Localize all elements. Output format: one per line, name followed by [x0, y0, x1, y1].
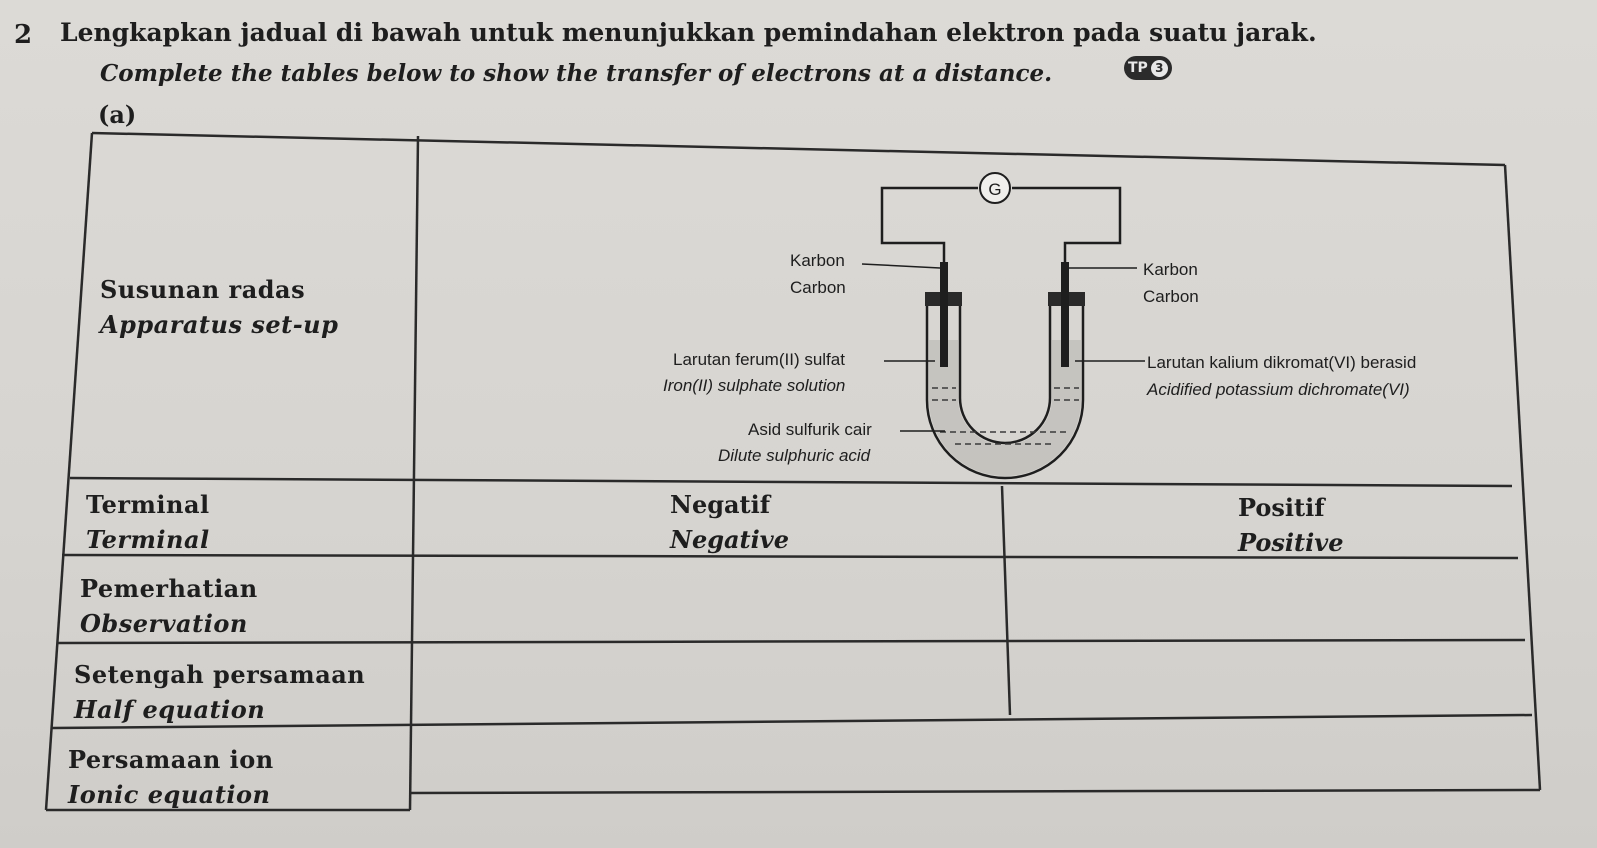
electrolyte-label-ms: Asid sulfurik cair [748, 420, 872, 439]
row-label-half-equation-ms: Setengah persamaan [74, 660, 366, 689]
terminal-positive-ms: Positif [1238, 493, 1325, 522]
question-title-english: Complete the tables below to show the tr… [100, 60, 1053, 87]
left-solution-label-en: Iron(II) sulphate solution [663, 376, 845, 395]
electrolyte-label-en: Dilute sulphuric acid [718, 446, 871, 465]
terminal-negative-ms: Negatif [670, 490, 771, 519]
right-solution-label-ms: Larutan kalium dikromat(VI) berasid [1147, 353, 1416, 372]
right-carbon-electrode [1061, 262, 1069, 367]
row-label-apparatus-en: Apparatus set-up [100, 310, 339, 339]
row-label-apparatus-ms: Susunan radas [100, 275, 306, 304]
question-number: 2 [14, 20, 33, 50]
row-label-terminal-ms: Terminal [86, 490, 210, 519]
tp-badge-text: TP [1128, 60, 1148, 76]
right-electrode-label-en: Carbon [1143, 287, 1199, 306]
left-solution-label-ms: Larutan ferum(II) sulfat [673, 350, 845, 369]
row-label-ionic-equation: Persamaan ion Ionic equation [68, 745, 274, 809]
terminal-negative-en: Negative [670, 525, 789, 554]
row-label-half-equation: Setengah persamaan Half equation [74, 660, 365, 724]
terminal-positive-en: Positive [1238, 528, 1344, 557]
row-label-observation-en: Observation [80, 609, 248, 638]
left-carbon-electrode [940, 262, 948, 367]
row-label-observation: Pemerhatian Observation [80, 574, 258, 638]
row-label-apparatus: Susunan radas Apparatus set-up [100, 275, 338, 339]
row-label-terminal-en: Terminal [86, 525, 210, 554]
row-label-ionic-equation-en: Ionic equation [68, 780, 271, 809]
row-label-observation-ms: Pemerhatian [80, 574, 258, 603]
row-label-ionic-equation-ms: Persamaan ion [68, 745, 274, 774]
galvanometer-icon: G [979, 172, 1011, 204]
right-solution-label-en: Acidified potassium dichromate(VI) [1146, 380, 1410, 399]
tp-badge-level: 3 [1150, 59, 1168, 77]
galvanometer-label: G [988, 180, 1001, 199]
row-label-terminal: Terminal Terminal [86, 490, 210, 554]
terminal-negative-cell: Negatif Negative [670, 490, 789, 554]
circuit-wire [880, 186, 1122, 272]
part-label: (a) [98, 100, 137, 129]
row-label-half-equation-en: Half equation [74, 695, 266, 724]
tp-level-badge: TP 3 [1124, 56, 1172, 80]
terminal-positive-cell: Positif Positive [1238, 493, 1343, 557]
left-electrode-label-ms: Karbon [790, 251, 845, 270]
left-electrode-label-en: Carbon [790, 278, 846, 297]
question-title-malay: Lengkapkan jadual di bawah untuk menunju… [60, 18, 1317, 47]
right-electrode-label-ms: Karbon [1143, 260, 1198, 279]
